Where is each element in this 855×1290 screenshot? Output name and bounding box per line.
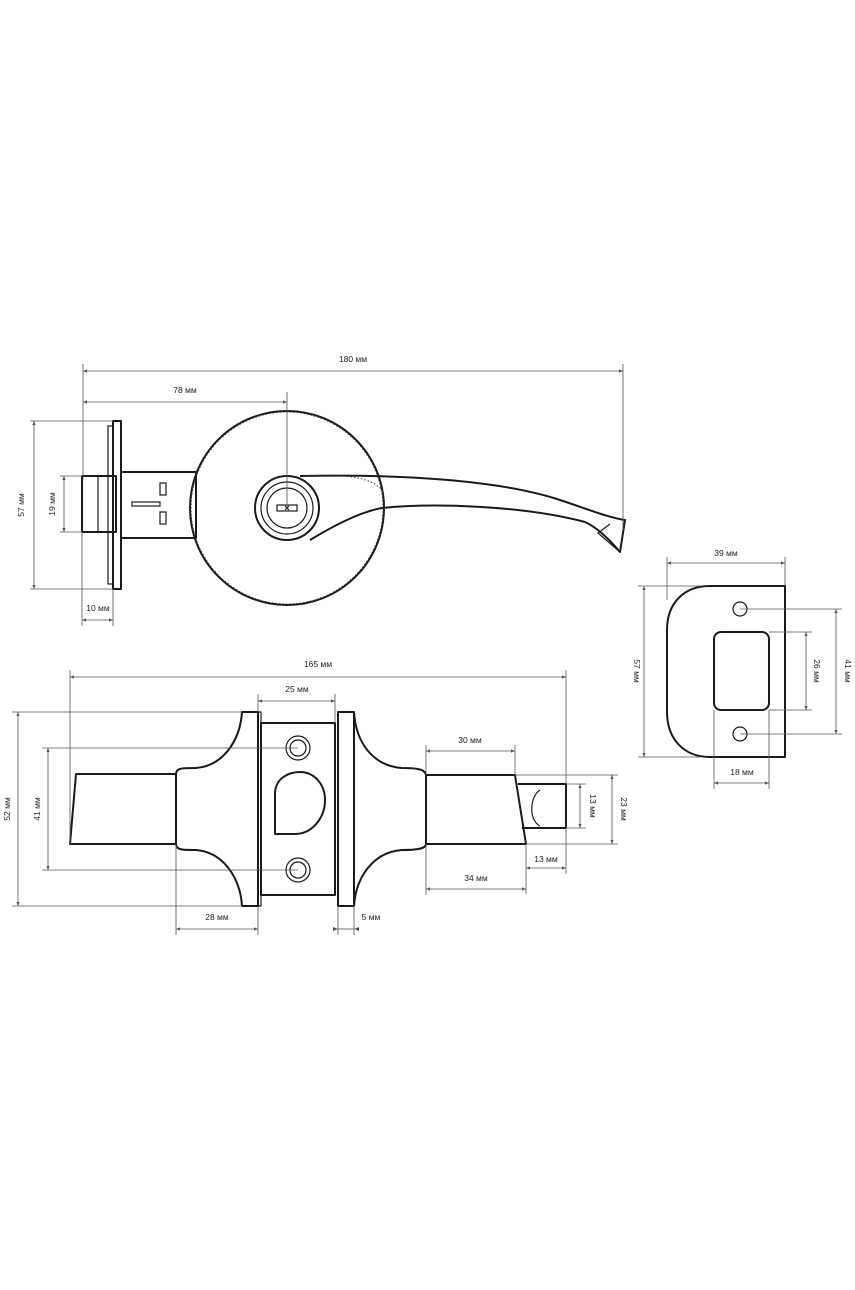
slot-upper	[159, 482, 167, 496]
dim-52: 52 мм	[2, 797, 12, 821]
left-rose	[175, 711, 259, 907]
dim-13-bolt: 13 мм	[588, 794, 598, 818]
dim-39: 39 мм	[714, 548, 738, 558]
right-rose	[353, 711, 427, 907]
latch-body	[81, 475, 117, 533]
slot-lower	[159, 511, 167, 525]
latch-tongue	[518, 783, 567, 829]
dim-30: 30 мм	[458, 735, 482, 745]
spindle	[426, 774, 527, 845]
dim-5: 5 мм	[362, 912, 381, 922]
backset-plate-edge	[107, 425, 114, 585]
dim-13-proj: 13 мм	[534, 854, 558, 864]
slot-middle	[131, 501, 161, 507]
dim-78: 78 мм	[173, 385, 197, 395]
strike-plate	[666, 585, 786, 758]
dim-10: 10 мм	[86, 603, 110, 613]
dim-57-top: 57 мм	[16, 493, 26, 517]
dim-23: 23 мм	[619, 797, 629, 821]
lever-handle-front-view: 180 мм 78 мм 57 мм 19 мм 10 мм	[16, 354, 626, 626]
dim-28: 28 мм	[205, 912, 229, 922]
dim-41-bottom: 41 мм	[32, 797, 42, 821]
latch-plate-inner	[257, 711, 262, 907]
dim-180: 180 мм	[339, 354, 367, 364]
dim-34: 34 мм	[464, 873, 488, 883]
strike-plate-view: 39 мм 57 мм 41 мм 26 мм 18 мм	[632, 548, 853, 789]
dim-26: 26 мм	[812, 659, 822, 683]
spindle-tube	[120, 471, 197, 539]
dim-165: 165 мм	[304, 659, 332, 669]
latch-bolt	[274, 771, 326, 835]
strike-opening	[713, 631, 770, 711]
lever	[299, 474, 626, 553]
left-handle	[69, 773, 177, 845]
right-rose-plate	[337, 711, 355, 907]
latch-side-view: 165 мм 25 мм 30 мм 52 мм 41 мм 13 мм 23 …	[2, 659, 629, 935]
dim-19: 19 мм	[47, 492, 57, 516]
dim-18: 18 мм	[730, 767, 754, 777]
dim-57-strike: 57 мм	[632, 659, 642, 683]
dim-41-strike: 41 мм	[843, 659, 853, 683]
dim-25: 25 мм	[285, 684, 309, 694]
